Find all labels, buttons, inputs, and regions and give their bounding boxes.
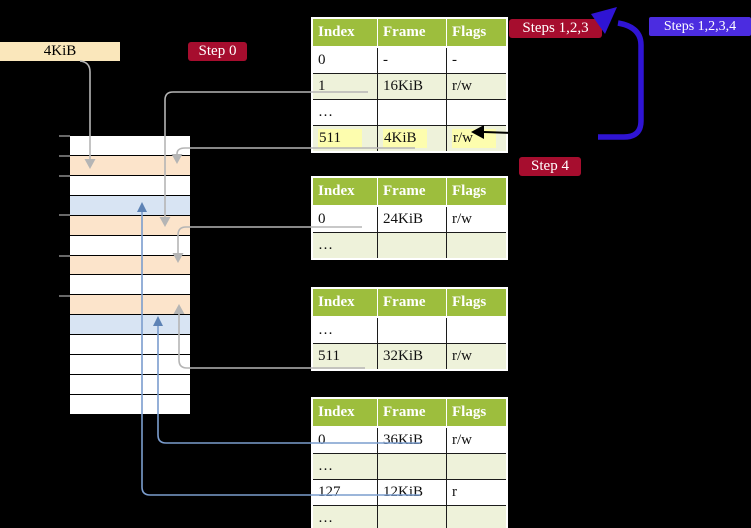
table-cell bbox=[377, 505, 447, 528]
table-cell bbox=[377, 316, 447, 344]
highlight-mark: 511 bbox=[318, 129, 362, 148]
table-cell bbox=[377, 453, 447, 480]
table-cell bbox=[446, 505, 508, 528]
column-header-index: Index bbox=[312, 398, 378, 428]
table-cell: … bbox=[311, 232, 378, 260]
memory-row-pagetable-frame bbox=[70, 254, 190, 275]
table-cell: - bbox=[377, 46, 447, 74]
table-cell: 0 bbox=[311, 46, 378, 74]
table-cell bbox=[446, 232, 508, 260]
memory-row-free bbox=[70, 136, 190, 155]
table-row: … bbox=[311, 453, 508, 480]
table-cell: 36KiB bbox=[377, 426, 447, 454]
highlight-mark: r/w bbox=[452, 129, 496, 148]
memory-row-free bbox=[70, 274, 190, 295]
column-header-frame: Frame bbox=[377, 398, 447, 428]
column-header-frame: Frame bbox=[377, 288, 447, 318]
table-cell: 511 bbox=[311, 343, 378, 371]
table-cell bbox=[446, 316, 508, 344]
table-cell bbox=[446, 99, 508, 126]
table-row: … bbox=[311, 505, 508, 528]
column-header-flags: Flags bbox=[446, 18, 507, 48]
column-header-flags: Flags bbox=[446, 398, 507, 428]
table-row: 511 4KiB r/w bbox=[311, 125, 508, 153]
table-cell: 24KiB bbox=[377, 205, 447, 233]
table-cell: 127 bbox=[311, 479, 378, 506]
table-row: 0-- bbox=[311, 46, 508, 74]
steps123-label: Steps 1,2,3 bbox=[509, 19, 602, 38]
table-row: … bbox=[311, 316, 508, 344]
table-cell: 0 bbox=[311, 426, 378, 454]
column-header-flags: Flags bbox=[446, 177, 507, 207]
memory-row-pagetable-frame bbox=[70, 294, 190, 315]
table-cell: … bbox=[311, 316, 378, 344]
memory-row-free bbox=[70, 393, 190, 414]
table-cell: r/w bbox=[446, 73, 508, 100]
table-cell bbox=[446, 453, 508, 480]
table-cell: 0 bbox=[311, 205, 378, 233]
memory-row-free bbox=[70, 334, 190, 355]
address-tick-marks bbox=[59, 135, 70, 297]
step4-label: Step 4 bbox=[519, 157, 581, 176]
memory-stripe bbox=[70, 136, 190, 414]
table-cell: … bbox=[311, 99, 378, 126]
frame-pointer-label: 4KiB bbox=[0, 42, 120, 61]
memory-row-free bbox=[70, 354, 190, 375]
table-cell: r/w bbox=[446, 426, 508, 454]
column-header-index: Index bbox=[312, 177, 378, 207]
column-header-frame: Frame bbox=[377, 18, 447, 48]
table-cell: 32KiB bbox=[377, 343, 447, 371]
step0-label: Step 0 bbox=[188, 42, 247, 61]
table-row: … bbox=[311, 232, 508, 260]
table-cell: 16KiB bbox=[377, 73, 447, 100]
table-cell: 511 bbox=[311, 125, 378, 153]
column-header-index: Index bbox=[312, 288, 378, 318]
column-header-index: Index bbox=[312, 18, 378, 48]
table-cell: r bbox=[446, 479, 508, 506]
memory-row-mapped-frame bbox=[70, 314, 190, 335]
table-row: … bbox=[311, 99, 508, 126]
table-cell: r/w bbox=[446, 205, 508, 233]
highlight-mark: 4KiB bbox=[383, 129, 427, 148]
table-cell: r/w bbox=[446, 343, 508, 371]
memory-row-pagetable-frame bbox=[70, 154, 190, 175]
steps1234-label: Steps 1,2,3,4 bbox=[649, 17, 751, 36]
table-cell: … bbox=[311, 453, 378, 480]
table-cell: 4KiB bbox=[377, 125, 447, 153]
memory-row-free bbox=[70, 174, 190, 195]
table-cell: 12KiB bbox=[377, 479, 447, 506]
table-cell: - bbox=[446, 46, 508, 74]
table-cell bbox=[377, 232, 447, 260]
column-header-frame: Frame bbox=[377, 177, 447, 207]
table-cell: r/w bbox=[446, 125, 508, 153]
column-header-flags: Flags bbox=[446, 288, 507, 318]
memory-row-mapped-frame bbox=[70, 194, 190, 215]
memory-row-pagetable-frame bbox=[70, 214, 190, 235]
table-cell bbox=[377, 99, 447, 126]
table-cell: 1 bbox=[311, 73, 378, 100]
memory-row-free bbox=[70, 234, 190, 255]
table-cell: … bbox=[311, 505, 378, 528]
memory-row-free bbox=[70, 374, 190, 394]
